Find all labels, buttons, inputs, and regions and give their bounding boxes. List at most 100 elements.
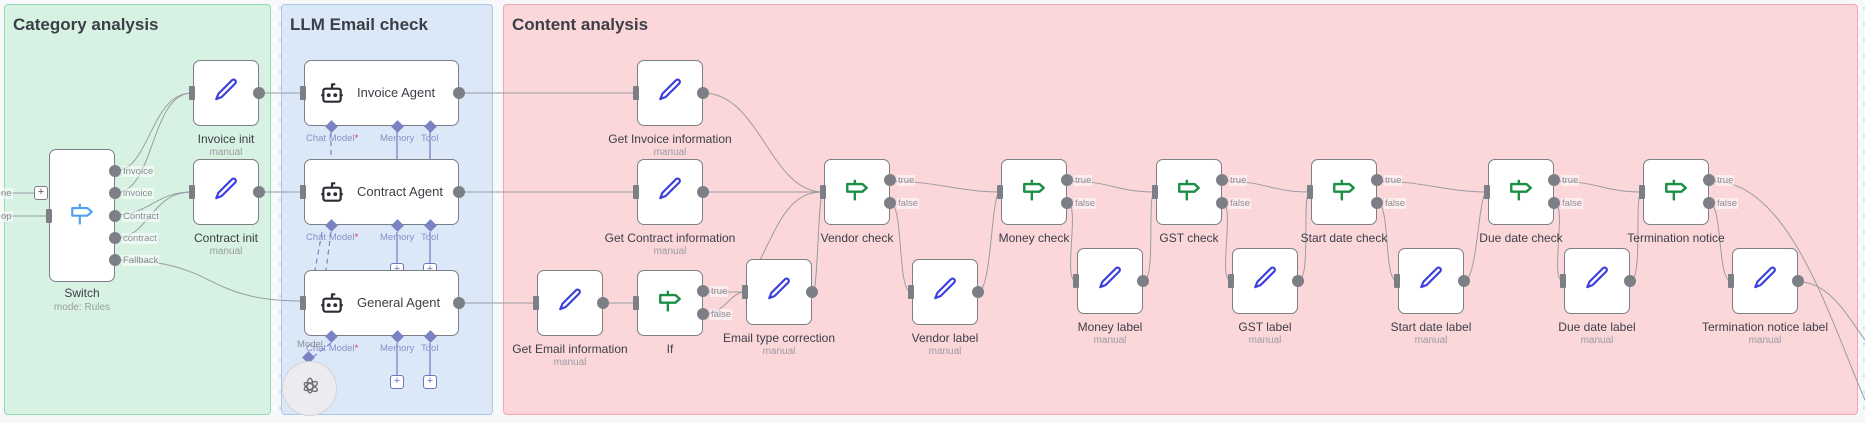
label-node[interactable] xyxy=(1564,248,1630,314)
label-node[interactable] xyxy=(1232,248,1298,314)
branch-true-port[interactable] xyxy=(1061,174,1073,186)
branch-false-port[interactable] xyxy=(1703,197,1715,209)
input-port[interactable] xyxy=(908,285,914,299)
get-contract-information-node[interactable] xyxy=(637,159,703,225)
check-node[interactable] xyxy=(1001,159,1067,225)
switch-output-port[interactable] xyxy=(109,165,121,177)
port-label-text: Memory xyxy=(380,133,415,144)
required-mark: * xyxy=(354,133,359,144)
invoice-init-node[interactable] xyxy=(193,60,259,126)
add-tool-button[interactable]: + xyxy=(423,375,437,389)
input-port[interactable] xyxy=(633,86,639,100)
switch-output-port[interactable] xyxy=(109,231,121,244)
agent-node[interactable]: General Agent xyxy=(304,270,459,336)
branch-false-port[interactable] xyxy=(884,197,896,209)
branch-false-port[interactable] xyxy=(1216,197,1228,209)
output-port[interactable] xyxy=(453,297,465,309)
label-node[interactable] xyxy=(1398,248,1464,314)
input-port[interactable] xyxy=(997,185,1003,199)
branch-true-label: true xyxy=(1384,175,1403,186)
input-port[interactable] xyxy=(633,296,639,310)
branch-true-port[interactable] xyxy=(1371,174,1383,186)
if-node[interactable] xyxy=(637,270,703,336)
output-port[interactable] xyxy=(1292,275,1304,287)
sub-node-port-label: Memory xyxy=(380,232,414,243)
add-memory-button[interactable]: + xyxy=(390,375,404,389)
branch-false-label: false xyxy=(710,309,733,320)
email-type-correction-node[interactable] xyxy=(746,259,812,325)
branch-true-port[interactable] xyxy=(884,174,896,186)
pencil-icon xyxy=(213,78,239,109)
check-node[interactable] xyxy=(1643,159,1709,225)
check-node[interactable] xyxy=(1311,159,1377,225)
input-port[interactable] xyxy=(533,296,539,310)
output-port[interactable] xyxy=(1792,275,1804,287)
input-port[interactable] xyxy=(742,285,748,299)
node-title: Start date label xyxy=(1390,320,1472,334)
port-label-text: Memory xyxy=(380,343,415,354)
output-port[interactable] xyxy=(597,297,609,309)
check-node[interactable] xyxy=(824,159,890,225)
branch-true-port[interactable] xyxy=(697,285,709,297)
robot-icon xyxy=(319,179,345,210)
input-port[interactable] xyxy=(1560,274,1566,288)
check-node[interactable] xyxy=(1488,159,1554,225)
input-port[interactable] xyxy=(300,296,306,310)
input-port[interactable] xyxy=(1073,274,1079,288)
output-port[interactable] xyxy=(697,186,709,198)
output-port[interactable] xyxy=(1624,275,1636,287)
input-port[interactable] xyxy=(1394,274,1400,288)
branch-false-port[interactable] xyxy=(697,308,709,320)
input-port[interactable] xyxy=(1728,274,1734,288)
output-port[interactable] xyxy=(453,87,465,99)
input-port[interactable] xyxy=(189,86,195,100)
label-node[interactable] xyxy=(912,259,978,325)
agent-node[interactable]: Invoice Agent xyxy=(304,60,459,126)
label-node[interactable] xyxy=(1077,248,1143,314)
input-port[interactable] xyxy=(820,185,826,199)
output-port[interactable] xyxy=(1458,275,1470,287)
node-title: Start date check xyxy=(1300,231,1388,245)
sub-node-port-label: Tool xyxy=(421,133,438,144)
input-port[interactable] xyxy=(633,185,639,199)
model-port-label: Model xyxy=(297,339,323,350)
branch-false-port[interactable] xyxy=(1061,197,1073,209)
output-port[interactable] xyxy=(1137,275,1149,287)
input-port[interactable] xyxy=(1228,274,1234,288)
branch-false-label: false xyxy=(1384,198,1407,209)
label-node[interactable] xyxy=(1732,248,1798,314)
input-port[interactable] xyxy=(1152,185,1158,199)
check-node[interactable] xyxy=(1156,159,1222,225)
switch-output-port[interactable] xyxy=(109,254,121,267)
branch-false-port[interactable] xyxy=(1548,197,1560,209)
input-port[interactable] xyxy=(300,185,306,199)
add-node-button[interactable]: + xyxy=(34,186,48,200)
branch-true-port[interactable] xyxy=(1703,174,1715,186)
branch-true-port[interactable] xyxy=(1216,174,1228,186)
branch-false-port[interactable] xyxy=(1371,197,1383,209)
branch-true-port[interactable] xyxy=(1548,174,1560,186)
input-port[interactable] xyxy=(1639,185,1645,199)
switch-output-port[interactable] xyxy=(109,187,121,200)
output-port[interactable] xyxy=(253,186,265,198)
input-port[interactable] xyxy=(46,209,52,223)
input-port[interactable] xyxy=(189,185,195,199)
get-email-information-node[interactable] xyxy=(537,270,603,336)
switch-node[interactable] xyxy=(49,149,115,282)
input-port[interactable] xyxy=(1307,185,1313,199)
get-invoice-information-node[interactable] xyxy=(637,60,703,126)
agent-node[interactable]: Contract Agent xyxy=(304,159,459,225)
node-subtitle: mode: Rules xyxy=(53,302,111,313)
input-port[interactable] xyxy=(1484,185,1490,199)
output-port[interactable] xyxy=(453,186,465,198)
openai-chat-model-node[interactable] xyxy=(282,361,337,416)
contract-init-node[interactable] xyxy=(193,159,259,225)
output-port[interactable] xyxy=(806,286,818,298)
output-port[interactable] xyxy=(253,87,265,99)
output-port[interactable] xyxy=(972,286,984,298)
sub-node-port-label: Chat Model* xyxy=(306,133,358,144)
sub-node-port-label: Chat Model* xyxy=(306,343,358,354)
output-port[interactable] xyxy=(697,87,709,99)
switch-output-port[interactable] xyxy=(109,209,121,222)
input-port[interactable] xyxy=(300,86,306,100)
